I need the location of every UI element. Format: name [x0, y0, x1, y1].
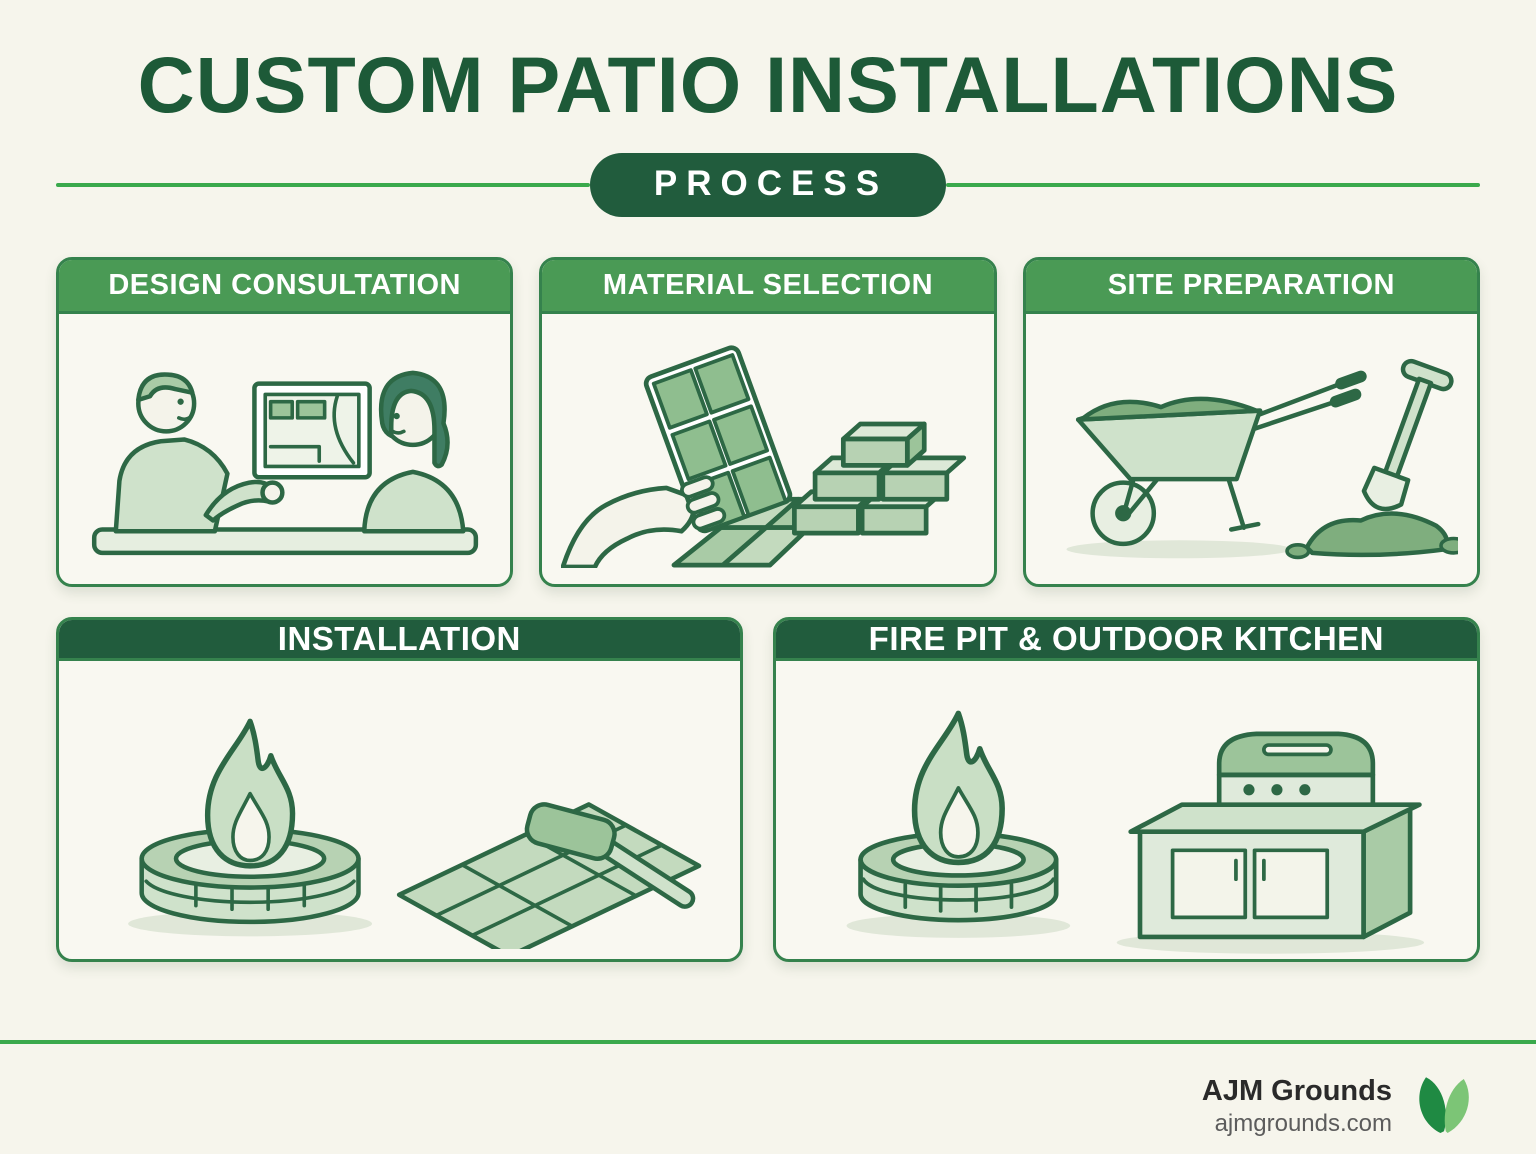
process-badge: PROCESS — [589, 152, 947, 217]
divider-line-right — [946, 182, 1480, 187]
card-design-consultation: DESIGN CONSULTATION — [56, 256, 514, 587]
shadow — [846, 913, 1071, 938]
installation-illustration — [128, 718, 702, 949]
card-title: DESIGN CONSULTATION — [108, 268, 461, 301]
design-consultation-illustration — [91, 370, 478, 555]
material-selection-illustration — [560, 344, 967, 569]
person-left-icon — [113, 371, 285, 534]
mallet-icon — [524, 801, 696, 909]
card-body-material-selection — [542, 314, 993, 584]
divider-line-left — [56, 182, 590, 187]
fire-pit-icon — [858, 710, 1059, 923]
site-preparation-illustration — [1066, 358, 1459, 559]
table — [91, 526, 478, 555]
brand-name: AJM Grounds — [1201, 1074, 1392, 1107]
footer-divider-line — [0, 1039, 1536, 1044]
card-body-fire-pit-outdoor-kitchen — [776, 661, 1477, 959]
card-header-site-preparation: SITE PREPARATION — [1025, 259, 1477, 314]
page-title: CUSTOM PATIO INSTALLATIONS — [137, 40, 1399, 129]
card-title: FIRE PIT & OUTDOOR KITCHEN — [868, 619, 1385, 657]
fire-pit-outdoor-kitchen-illustration — [846, 710, 1425, 954]
shadow — [1066, 539, 1292, 558]
card-title: MATERIAL SELECTION — [602, 268, 934, 301]
card-title: INSTALLATION — [277, 619, 521, 657]
card-title: SITE PREPARATION — [1107, 268, 1395, 301]
leaf-logo-icon — [1419, 1077, 1469, 1133]
card-material-selection: MATERIAL SELECTION — [539, 256, 997, 587]
blueprint-icon — [251, 380, 372, 480]
grill-icon — [1217, 731, 1376, 807]
brand-website: ajmgrounds.com — [1214, 1110, 1392, 1138]
fire-pit-icon — [139, 718, 361, 924]
cards-row-top: DESIGN CONSULTATION — [56, 256, 1480, 587]
footer-text: AJM Grounds ajmgrounds.com — [1202, 1073, 1392, 1139]
card-header-design-consultation: DESIGN CONSULTATION — [59, 259, 511, 314]
cards-row-bottom: INSTALLATION — [56, 616, 1480, 962]
card-header-installation: INSTALLATION — [59, 619, 740, 661]
brick-stack-icon — [791, 421, 967, 536]
dirt-pile-icon — [1285, 510, 1459, 559]
card-fire-pit-outdoor-kitchen: FIRE PIT & OUTDOOR KITCHEN — [772, 616, 1480, 962]
person-right-icon — [361, 370, 466, 534]
card-installation: INSTALLATION — [56, 616, 743, 962]
card-site-preparation: SITE PREPARATION — [1022, 256, 1480, 587]
card-header-fire-pit-outdoor-kitchen: FIRE PIT & OUTDOOR KITCHEN — [775, 619, 1477, 661]
card-header-material-selection: MATERIAL SELECTION — [542, 259, 994, 314]
wheelbarrow-icon — [1076, 370, 1367, 546]
flame-icon — [912, 710, 1006, 866]
flame-icon — [205, 718, 296, 869]
hand-with-sample-board-icon — [560, 344, 793, 569]
card-body-installation — [59, 661, 740, 959]
card-body-design-consultation — [59, 314, 510, 584]
outdoor-kitchen-icon — [1128, 731, 1423, 940]
shovel-icon — [1361, 358, 1454, 511]
subtitle-row: PROCESS — [56, 152, 1480, 217]
footer: AJM Grounds ajmgrounds.com — [0, 1044, 1536, 1142]
card-body-site-preparation — [1026, 314, 1477, 584]
